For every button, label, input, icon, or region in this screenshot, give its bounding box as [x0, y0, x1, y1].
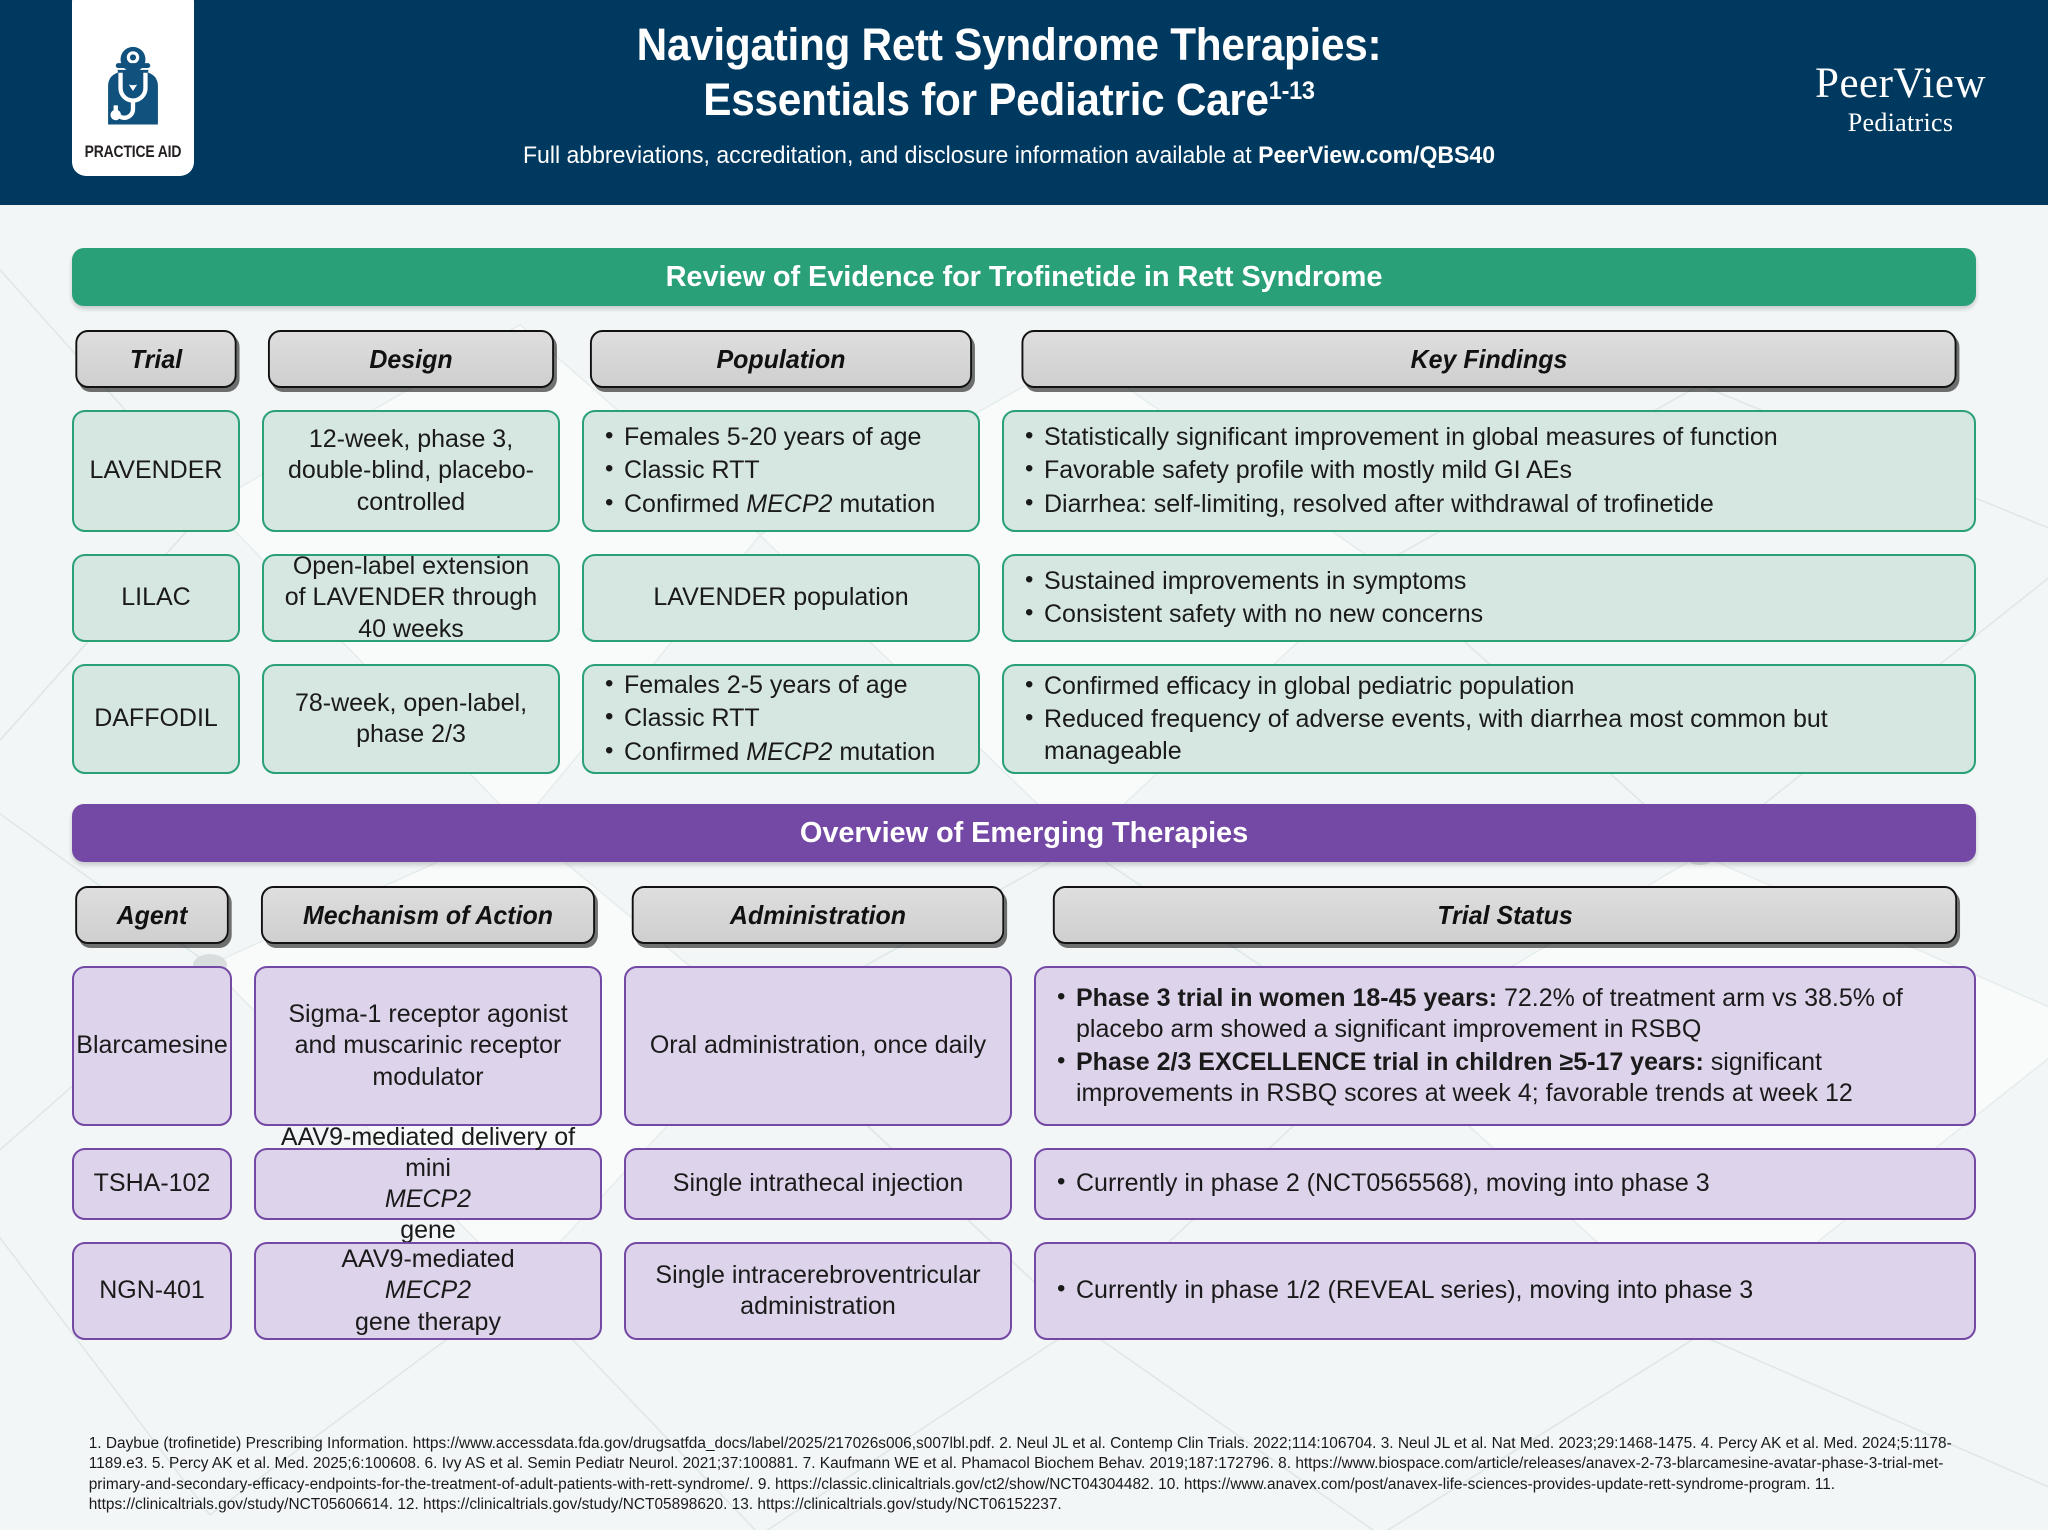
doctor-stethoscope-icon	[108, 46, 158, 125]
references-footnote: 1. Daybue (trofinetide) Prescribing Info…	[88, 1434, 1952, 1514]
header-title-block: Navigating Rett Syndrome Therapies: Esse…	[300, 18, 1718, 170]
cell-agent-name: TSHA-102	[72, 1148, 232, 1220]
cell-trial-status: Currently in phase 2 (NCT0565568), movin…	[1034, 1148, 1976, 1220]
cell-administration: Oral administration, once daily	[624, 966, 1012, 1126]
cell-population: Females 2-5 years of age Classic RTT Con…	[582, 664, 980, 774]
cell-design: 12-week, phase 3, double-blind, placebo-…	[262, 410, 560, 532]
cell-key-findings: Statistically significant improvement in…	[1002, 410, 1976, 532]
list-item: Phase 3 trial in women 18-45 years: 72.2…	[1054, 982, 1956, 1046]
list-item: Females 2-5 years of age	[602, 669, 960, 701]
list-item: Confirmed MECP2 mutation	[602, 736, 960, 768]
list-item: Currently in phase 2 (NCT0565568), movin…	[1054, 1167, 1956, 1199]
table-row: NGN-401 AAV9-mediated MECP2 gene therapy…	[72, 1242, 1976, 1340]
list-item: Classic RTT	[602, 702, 960, 734]
cell-administration: Single intrathecal injection	[624, 1148, 1012, 1220]
title-line-2: Essentials for Pediatric Care1-13	[703, 73, 1315, 125]
table-row: Blarcamesine Sigma-1 receptor agonist an…	[72, 966, 1976, 1126]
list-item: Confirmed efficacy in global pediatric p…	[1022, 670, 1956, 702]
evidence-table-header-row: Trial Design Population Key Findings	[72, 330, 1976, 388]
list-item: Consistent safety with no new concerns	[1022, 598, 1956, 630]
list-item: Classic RTT	[602, 454, 960, 486]
peerview-url-link[interactable]: PeerView.com/QBS40	[1258, 141, 1496, 169]
page-title: Navigating Rett Syndrome Therapies: Esse…	[343, 18, 1676, 128]
cell-design: 78-week, open-label, phase 2/3	[262, 664, 560, 774]
column-header-mechanism: Mechanism of Action	[260, 886, 596, 944]
title-superscript: 1-13	[1268, 76, 1315, 105]
list-item: Females 5-20 years of age	[602, 421, 960, 453]
column-header-key-findings: Key Findings	[1021, 330, 1957, 388]
cell-trial-name: LAVENDER	[72, 410, 240, 532]
table-row: LILAC Open-label extension of LAVENDER t…	[72, 552, 1976, 643]
cell-trial-name: LILAC	[72, 554, 240, 642]
main-content: Review of Evidence for Trofinetide in Re…	[0, 248, 2048, 1340]
table-row: LAVENDER 12-week, phase 3, double-blind,…	[72, 410, 1976, 532]
header-subtitle: Full abbreviations, accreditation, and d…	[328, 142, 1689, 170]
logo-wordmark: PeerView	[1815, 60, 1986, 107]
cell-population: Females 5-20 years of age Classic RTT Co…	[582, 410, 980, 532]
list-item: Sustained improvements in symptoms	[1022, 565, 1956, 597]
cell-agent-name: NGN-401	[72, 1242, 232, 1340]
section-banner-emerging: Overview of Emerging Therapies	[72, 804, 1976, 862]
column-header-trial-status: Trial Status	[1052, 886, 1958, 944]
list-item: Confirmed MECP2 mutation	[602, 488, 960, 520]
list-item: Currently in phase 1/2 (REVEAL series), …	[1054, 1274, 1956, 1306]
page-header: PRACTICE AID Navigating Rett Syndrome Th…	[0, 0, 2048, 205]
logo-subbrand: Pediatrics	[1847, 108, 1954, 137]
column-header-population: Population	[589, 330, 973, 388]
emerging-table-header-row: Agent Mechanism of Action Administration…	[72, 886, 1976, 944]
cell-mechanism: AAV9-mediated MECP2 gene therapy	[254, 1242, 602, 1340]
subtitle-text: Full abbreviations, accreditation, and d…	[522, 141, 1259, 169]
column-header-agent: Agent	[75, 886, 229, 944]
list-item: Phase 2/3 EXCELLENCE trial in children ≥…	[1054, 1046, 1956, 1110]
cell-agent-name: Blarcamesine	[72, 966, 232, 1126]
cell-trial-status: Currently in phase 1/2 (REVEAL series), …	[1034, 1242, 1976, 1340]
cell-design: Open-label extension of LAVENDER through…	[262, 552, 560, 643]
peerview-logo: PeerView Pediatrics	[1815, 62, 1986, 140]
cell-trial-name: DAFFODIL	[72, 664, 240, 774]
cell-population: LAVENDER population	[582, 554, 980, 642]
cell-mechanism: Sigma-1 receptor agonist and muscarinic …	[254, 966, 602, 1126]
column-header-trial: Trial	[75, 330, 237, 388]
list-item: Favorable safety profile with mostly mil…	[1022, 454, 1956, 486]
cell-trial-status: Phase 3 trial in women 18-45 years: 72.2…	[1034, 966, 1976, 1126]
list-item: Statistically significant improvement in…	[1022, 421, 1956, 453]
cell-key-findings: Confirmed efficacy in global pediatric p…	[1002, 664, 1976, 774]
list-item: Diarrhea: self-limiting, resolved after …	[1022, 488, 1956, 520]
section-banner-evidence: Review of Evidence for Trofinetide in Re…	[72, 248, 1976, 306]
list-item: Reduced frequency of adverse events, wit…	[1022, 703, 1956, 767]
table-row: DAFFODIL 78-week, open-label, phase 2/3 …	[72, 664, 1976, 774]
column-header-administration: Administration	[631, 886, 1005, 944]
title-line-1: Navigating Rett Syndrome Therapies:	[636, 19, 1382, 70]
cell-key-findings: Sustained improvements in symptoms Consi…	[1002, 554, 1976, 642]
practice-aid-badge: PRACTICE AID	[72, 0, 194, 176]
column-header-design: Design	[267, 330, 555, 388]
cell-administration: Single intracerebroventricular administr…	[624, 1242, 1012, 1340]
practice-aid-label: PRACTICE AID	[84, 142, 182, 161]
